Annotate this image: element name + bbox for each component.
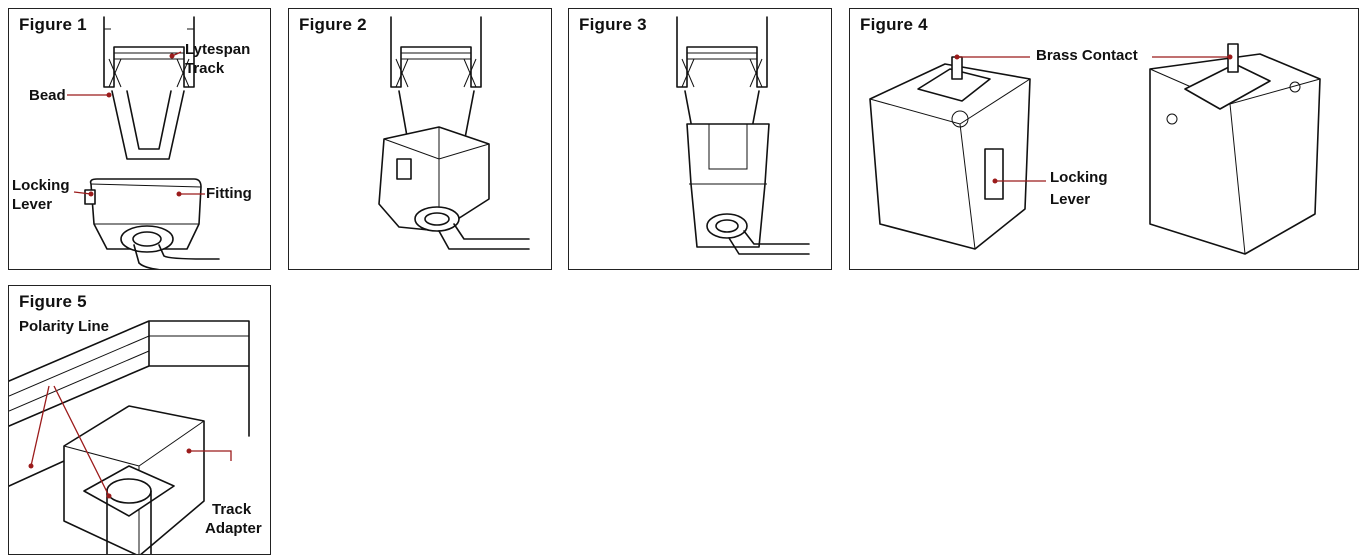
figure-5-panel: Figure 5 Polarity Line Track Adapter bbox=[8, 285, 271, 555]
figure-4-title: Figure 4 bbox=[860, 15, 928, 34]
figure-5-label-polarity-line: Polarity Line bbox=[19, 318, 110, 335]
figure-5-title: Figure 5 bbox=[19, 292, 87, 311]
figure-2-panel: Figure 2 bbox=[288, 8, 552, 270]
figure-1-label-bead: Bead bbox=[29, 87, 66, 104]
figure-1-title: Figure 1 bbox=[19, 15, 87, 34]
figure-5-illustration bbox=[9, 320, 250, 554]
figure-4-panel: Figure 4 Brass Contact Locking Lever bbox=[849, 8, 1359, 270]
figure-4-illustration bbox=[869, 43, 1321, 255]
figure-1-label-lever-1: Locking bbox=[12, 177, 70, 194]
figure-4-label-lever-2: Lever bbox=[1050, 191, 1091, 208]
figure-1-label-lever-2: Lever bbox=[12, 196, 53, 213]
figure-1-label-fitting: Fitting bbox=[206, 185, 252, 202]
figure-3-panel: Figure 3 bbox=[568, 8, 832, 270]
figure-4-label-brass-contact: Brass Contact bbox=[1036, 47, 1138, 64]
figure-1-panel: Figure 1 Lytespan Track Bead Locking Lev… bbox=[8, 8, 271, 270]
figure-5-label-adapter-1: Track bbox=[212, 501, 252, 518]
figure-3-illustration bbox=[676, 16, 810, 255]
figure-2-title: Figure 2 bbox=[299, 15, 367, 34]
figure-3-title: Figure 3 bbox=[579, 15, 647, 34]
figure-4-label-lever-1: Locking bbox=[1050, 169, 1108, 186]
figure-1-illustration bbox=[67, 16, 220, 269]
figure-2-illustration bbox=[378, 16, 530, 250]
figure-5-label-adapter-2: Adapter bbox=[205, 520, 262, 537]
figure-1-label-track-2: Track bbox=[185, 60, 225, 77]
figure-1-label-track-1: Lytespan bbox=[185, 41, 251, 58]
